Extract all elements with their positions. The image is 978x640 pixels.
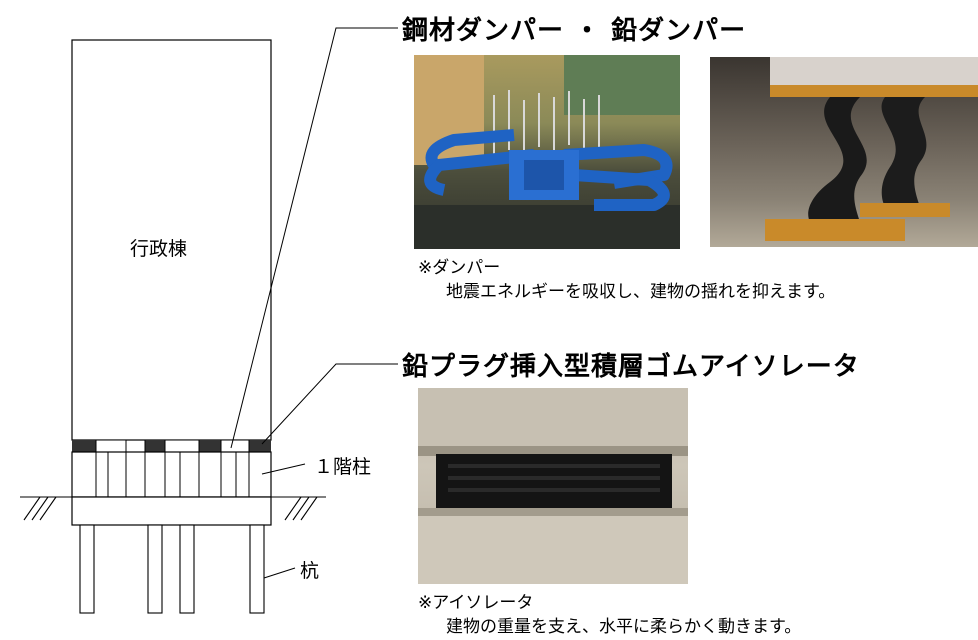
damper-note-title: ※ダンパー	[418, 258, 501, 278]
isolator-block	[249, 440, 271, 452]
isolator-layer	[72, 439, 271, 453]
leader-lines	[230, 27, 398, 579]
foundation	[71, 496, 272, 526]
isolator-block	[72, 440, 96, 452]
damper-heading: 鋼材ダンパー ・ 鉛ダンパー	[402, 16, 747, 46]
lead-damper-photo	[710, 57, 978, 247]
isolator-note-text: 建物の重量を支え、水平に柔らかく動きます。	[446, 617, 802, 637]
isolator-note-title: ※アイソレータ	[418, 593, 534, 613]
damper-note-text: 地震エネルギーを吸収し、建物の揺れを抑えます。	[446, 282, 836, 302]
isolator-photo	[418, 388, 688, 584]
steel-damper-photo	[414, 55, 680, 249]
column-label: １階柱	[314, 456, 372, 478]
pile-label: 杭	[300, 560, 320, 582]
isolator-block	[145, 440, 165, 452]
isolator-block	[199, 440, 221, 452]
building-label: 行政棟	[130, 238, 188, 260]
first-floor-zone	[71, 451, 272, 498]
building-body	[71, 39, 272, 441]
ground-line	[20, 496, 326, 521]
piles	[79, 524, 265, 614]
isolator-heading: 鉛プラグ挿入型積層ゴムアイソレータ	[402, 352, 860, 382]
first-floor-columns	[95, 440, 250, 497]
